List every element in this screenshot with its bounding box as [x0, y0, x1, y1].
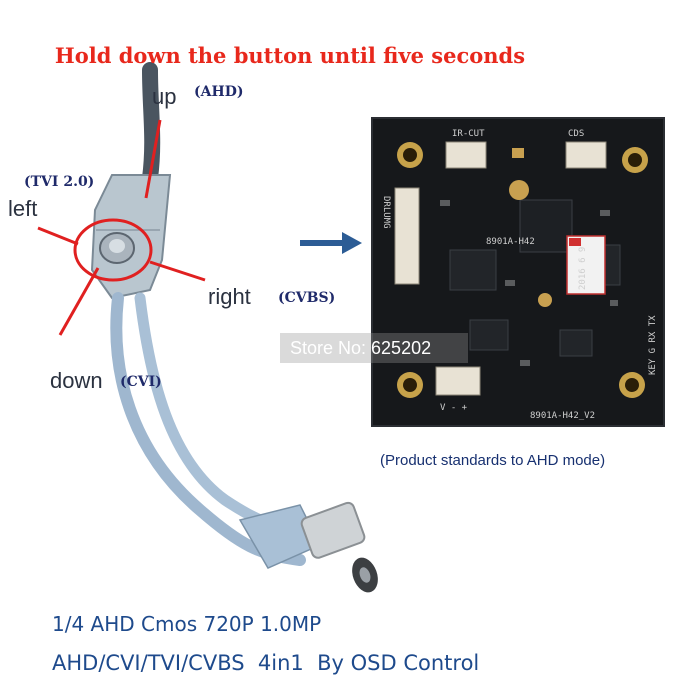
- spec-line-2: AHD/CVI/TVI/CVBS 4in1 By OSD Control: [52, 651, 480, 675]
- label-model: 8901A-H42: [486, 237, 535, 247]
- label-left: left: [8, 196, 38, 221]
- button-highlight-ring: [73, 218, 153, 282]
- label-left-mode: (TVI 2.0): [24, 174, 95, 190]
- label-bottom-left: V - +: [440, 403, 468, 413]
- label-right: right: [208, 284, 251, 309]
- label-right-mode: (CVBS): [278, 290, 336, 306]
- arrow-right-icon: [300, 232, 362, 254]
- product-caption: (Product standards to AHD mode): [380, 452, 606, 469]
- label-up: up: [152, 84, 177, 109]
- label-ircut: IR-CUT: [452, 129, 485, 139]
- camera-pcb-board: IR-CUT CDS 8901A-H42 8901A-H42_V2 V - + …: [371, 117, 665, 427]
- instruction-title: Hold down the button until five seconds: [54, 43, 526, 68]
- label-down: down: [50, 368, 103, 393]
- pointer-up: [144, 119, 162, 199]
- label-model-v2: 8901A-H42_V2: [530, 411, 595, 421]
- spec-line-1: 1/4 AHD Cmos 720P 1.0MP: [52, 612, 322, 636]
- label-side-right: KEY G RX TX: [648, 315, 658, 375]
- label-side-left: DRLUMG: [381, 196, 391, 229]
- sticker-text: 2016 6 9: [578, 247, 588, 290]
- pointer-left: [37, 226, 79, 246]
- pointer-right: [149, 260, 206, 282]
- store-watermark: Store No: 625202: [280, 333, 468, 363]
- label-up-mode: (AHD): [194, 84, 244, 100]
- bnc-connector: [238, 501, 378, 593]
- osd-cable: [37, 62, 378, 593]
- label-cds: CDS: [568, 129, 584, 139]
- pointer-down: [58, 267, 100, 336]
- pcb-sticker: [566, 235, 606, 295]
- label-down-mode: (CVI): [120, 374, 162, 390]
